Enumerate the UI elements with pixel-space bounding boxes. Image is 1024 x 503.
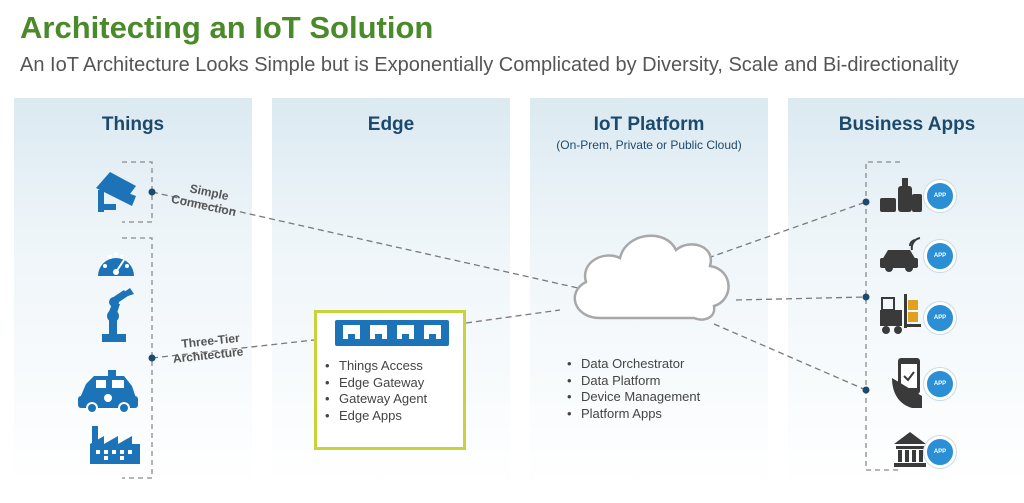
consumer-goods-icon (880, 178, 922, 212)
app-badge: APP (924, 302, 956, 334)
app-badge: APP (924, 240, 956, 272)
mobile-phone-hand-icon (892, 358, 922, 408)
bank-icon (894, 432, 926, 467)
page-subtitle: An IoT Architecture Looks Simple but is … (20, 54, 959, 76)
cloud-icon (573, 234, 730, 321)
connected-car-icon (880, 237, 921, 272)
robot-arm-icon (102, 288, 134, 342)
security-camera-icon (96, 172, 136, 212)
edge-bullet: Gateway Agent (325, 391, 427, 408)
platform-bullet: Data Platform (567, 373, 700, 390)
app-badge: APP (924, 180, 956, 212)
business-column: Business Apps (788, 98, 1024, 488)
page-title: Architecting an IoT Solution (20, 10, 434, 45)
edge-column-title: Edge (367, 114, 415, 135)
things-column-title: Things (101, 114, 165, 135)
platform-bullet: Device Management (567, 389, 700, 406)
connection-dots (148, 188, 870, 394)
platform-bullets: Data Orchestrator Data Platform Device M… (567, 356, 700, 422)
platform-bullet: Platform Apps (567, 406, 700, 423)
app-badge: APP (924, 436, 956, 468)
forklift-icon (880, 294, 921, 334)
car-icon (78, 370, 138, 414)
business-column-title: Business Apps (838, 114, 976, 135)
app-badge: APP (924, 368, 956, 400)
platform-column-subtitle: (On-Prem, Private or Public Cloud) (556, 138, 742, 152)
edge-bullets: Things Access Edge Gateway Gateway Agent… (325, 358, 427, 424)
gauge-icon (98, 252, 134, 276)
edge-bullet: Edge Gateway (325, 375, 427, 392)
edge-bullet: Things Access (325, 358, 427, 375)
edge-box: Things Access Edge Gateway Gateway Agent… (314, 310, 466, 450)
edge-bullet: Edge Apps (325, 408, 427, 425)
connection-lines (151, 191, 867, 391)
factory-icon (90, 426, 140, 464)
network-switch-icon (335, 320, 449, 346)
platform-column-title: IoT Platform (593, 114, 705, 135)
platform-bullet: Data Orchestrator (567, 356, 700, 373)
